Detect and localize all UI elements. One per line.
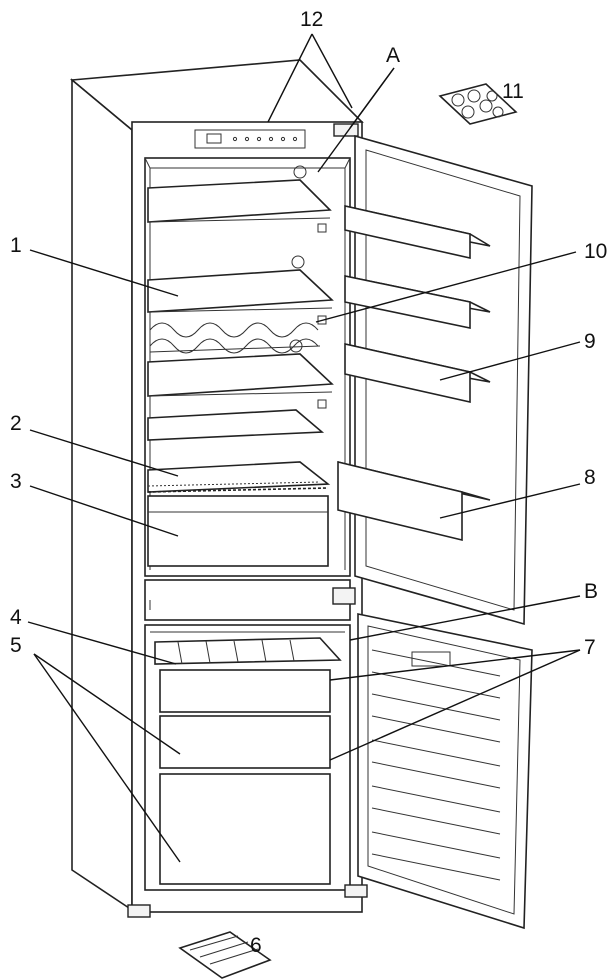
ice-tray-shelf bbox=[154, 637, 342, 665]
control-panel bbox=[194, 129, 306, 149]
callout-4: 4 bbox=[10, 606, 22, 629]
ice-cube-tray bbox=[178, 931, 272, 979]
callout-9: 9 bbox=[584, 330, 596, 353]
leader-lines bbox=[27, 33, 581, 863]
callout-6: 6 bbox=[250, 934, 262, 957]
wine-rack bbox=[149, 322, 321, 354]
compartment-divider bbox=[144, 579, 356, 621]
foot bbox=[127, 904, 151, 918]
glass-shelf bbox=[147, 165, 332, 223]
glass-shelf bbox=[147, 255, 334, 313]
door-balcony bbox=[344, 205, 491, 259]
callout-1: 1 bbox=[10, 234, 22, 257]
callout-11: 11 bbox=[502, 80, 524, 103]
egg-tray bbox=[438, 83, 518, 125]
callout-8: 8 bbox=[584, 466, 596, 489]
top-hinge bbox=[333, 123, 359, 137]
bottle-balcony bbox=[337, 460, 491, 542]
middle-hinge bbox=[332, 587, 356, 605]
crisper-cover bbox=[147, 461, 331, 493]
fridge-door bbox=[337, 134, 533, 626]
callout-5: 5 bbox=[10, 634, 22, 657]
door-balcony bbox=[344, 343, 491, 403]
crisper-drawer bbox=[147, 495, 329, 567]
callout-3: 3 bbox=[10, 470, 22, 493]
foot bbox=[344, 884, 368, 898]
freezer-compartment bbox=[144, 624, 351, 891]
callout-2: 2 bbox=[10, 412, 22, 435]
callout-12: 12 bbox=[300, 8, 323, 31]
callout-A: A bbox=[386, 44, 400, 67]
freezer-drawer bbox=[159, 773, 331, 885]
display-panel bbox=[411, 651, 451, 667]
callout-labels: 12 A 11 1 10 9 2 3 8 B 4 7 5 6 bbox=[10, 8, 607, 957]
callout-10: 10 bbox=[584, 240, 607, 263]
freezer-drawer bbox=[159, 715, 331, 769]
callout-B: B bbox=[584, 580, 598, 603]
glass-shelf bbox=[147, 339, 334, 397]
callout-7: 7 bbox=[584, 636, 596, 659]
fridge-compartment bbox=[144, 157, 351, 577]
freezer-drawer bbox=[159, 669, 331, 713]
freezer-door bbox=[357, 613, 533, 930]
